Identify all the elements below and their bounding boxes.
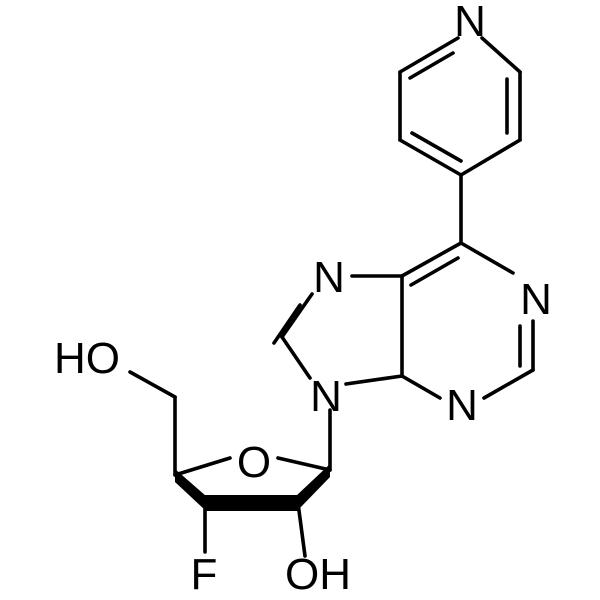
- bond-c4prime-o: [173, 456, 232, 477]
- bond-c6-c5-double: [409, 256, 460, 287]
- bond-c5prime-o: [128, 370, 177, 399]
- hydroxyl-label: OH: [285, 550, 351, 599]
- bond-c6-n1: [459, 241, 515, 275]
- pyridine-ring: [398, 36, 522, 177]
- bond-n7-c8-double: [272, 303, 302, 345]
- ring-oxygen-label: O: [237, 438, 271, 487]
- imidazole-n9-label: N: [310, 372, 342, 421]
- bond-c2-n3: [482, 368, 535, 400]
- fluorine-label: F: [191, 550, 218, 599]
- bond-c6-c5: [400, 241, 463, 278]
- pyrimidine-n3-label: N: [446, 381, 478, 430]
- bond-n-c2: [398, 36, 460, 74]
- sugar-ring: [173, 456, 332, 511]
- bond-c3-c4-double: [410, 131, 463, 163]
- bond-c3-c4: [398, 138, 463, 177]
- bond-n-c2-double: [408, 51, 455, 80]
- bond-c2prime-oh: [296, 501, 307, 558]
- bond-c8-n9: [280, 335, 312, 380]
- pyrimidine-ring: [400, 241, 535, 400]
- bond-c6-n: [480, 36, 522, 74]
- imidazole-ring: [272, 274, 404, 386]
- bond-n3-c4: [400, 374, 442, 400]
- wedge-c1prime-c2prime: [296, 464, 330, 510]
- bond-n9-c4: [344, 374, 404, 386]
- wedge-c4prime-c3prime: [175, 469, 206, 510]
- wedge-c3prime-c2prime: [204, 495, 298, 511]
- pyrimidine-n1-label: N: [520, 275, 552, 324]
- bond-c4-c5: [459, 138, 522, 177]
- imidazole-n7-label: N: [313, 253, 345, 302]
- pyridine-nitrogen-label: N: [454, 0, 486, 46]
- bond-n7-c8: [280, 292, 314, 339]
- hydroxymethyl-label: HO: [54, 334, 120, 383]
- bond-o-c1prime: [276, 456, 332, 472]
